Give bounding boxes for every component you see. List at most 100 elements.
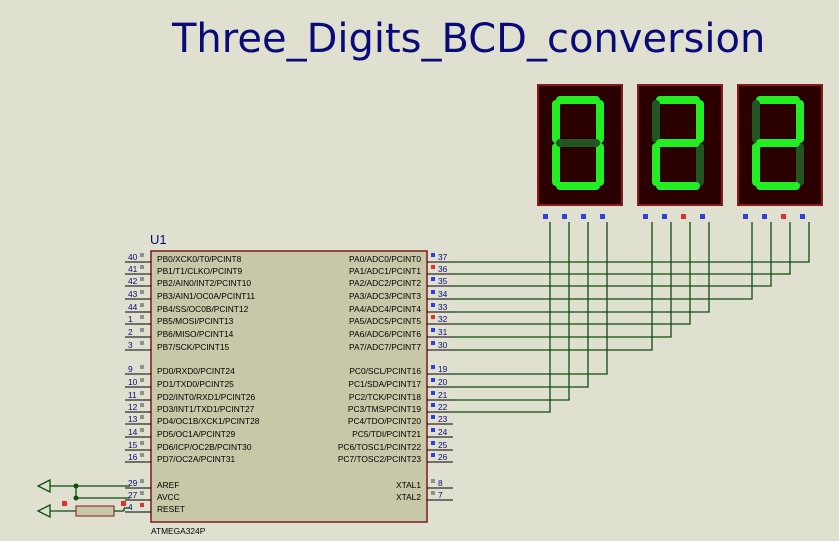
- pin-marker: [431, 403, 435, 407]
- pin-marker: [431, 365, 435, 369]
- power-terminals: [36, 478, 130, 519]
- pin-number: 32: [438, 314, 448, 324]
- pin-marker: [140, 479, 144, 483]
- display-pin-marker: [543, 214, 548, 219]
- bus-wire: [453, 222, 589, 388]
- pin-marker: [431, 328, 435, 332]
- pin-marker: [431, 378, 435, 382]
- pin-marker: [431, 253, 435, 257]
- pin-marker: [431, 265, 435, 269]
- pin-number: 21: [438, 390, 448, 400]
- seven-segment-display[interactable]: [537, 84, 623, 219]
- pin-label: XTAL1: [396, 480, 421, 490]
- reset-resistor[interactable]: [75, 505, 115, 517]
- pin-number: 16: [128, 452, 138, 462]
- junction-dot: [73, 483, 79, 489]
- pin-label: PD7/OC2A/PCINT31: [157, 454, 236, 464]
- power-terminal-arrow[interactable]: [36, 503, 51, 519]
- schematic-title: Three_Digits_BCD_conversion: [171, 16, 765, 62]
- pin-label: PA6/ADC6/PCINT6: [349, 329, 421, 339]
- pin-number: 14: [128, 427, 138, 437]
- pin-label: PA4/ADC4/PCINT4: [349, 304, 421, 314]
- pin-label: PA3/ADC3/PCINT3: [349, 291, 421, 301]
- pin-number: 25: [438, 440, 448, 450]
- pin-marker: [431, 453, 435, 457]
- pin-number: 43: [128, 289, 138, 299]
- seven-segment-display[interactable]: [737, 84, 823, 219]
- display-pin-marker: [781, 214, 786, 219]
- pin-marker: [140, 378, 144, 382]
- display-pin-marker: [762, 214, 767, 219]
- pin-label: PA2/ADC2/PCINT2: [349, 278, 421, 288]
- pin-label: PD3/INT1/TXD1/PCINT27: [157, 404, 255, 414]
- pin-number: 23: [438, 414, 448, 424]
- display-pin-marker: [662, 214, 667, 219]
- pin-label: PB0/XCK0/T0/PCINT8: [157, 254, 242, 264]
- pin-marker: [62, 501, 67, 506]
- pin-label: PC7/TOSC2/PCINT23: [338, 454, 421, 464]
- pin-number: 15: [128, 440, 138, 450]
- pin-number: 34: [438, 289, 448, 299]
- pin-number: 35: [438, 276, 448, 286]
- display-pin-marker: [800, 214, 805, 219]
- mcu-part-label: ATMEGA324P: [151, 526, 206, 536]
- pin-number: 13: [128, 414, 138, 424]
- pin-number: 20: [438, 377, 448, 387]
- display-pin-marker: [600, 214, 605, 219]
- pin-number: 30: [438, 340, 448, 350]
- pin-marker: [431, 415, 435, 419]
- pin-label: XTAL2: [396, 492, 421, 502]
- bus-wire: [453, 222, 608, 375]
- pin-marker: [140, 265, 144, 269]
- pin-label: PA5/ADC5/PCINT5: [349, 316, 421, 326]
- pin-marker: [431, 428, 435, 432]
- pin-marker: [140, 303, 144, 307]
- display-pin-marker: [743, 214, 748, 219]
- display-pin-marker: [562, 214, 567, 219]
- bus-wire: [453, 222, 710, 313]
- pin-number: 36: [438, 264, 448, 274]
- pin-label: PD6/ICP/OC2B/PCINT30: [157, 442, 252, 452]
- pin-marker: [140, 415, 144, 419]
- seven-segment-display[interactable]: [637, 84, 723, 219]
- display-pin-marker: [581, 214, 586, 219]
- pin-label: PC0/SCL/PCINT16: [349, 366, 421, 376]
- pin-label: PB4/SS/OC0B/PCINT12: [157, 304, 249, 314]
- bus-wire: [453, 222, 691, 325]
- pin-number: 9: [128, 364, 133, 374]
- pin-number: 42: [128, 276, 138, 286]
- junction-dot: [73, 495, 79, 501]
- power-terminal-arrow[interactable]: [36, 478, 51, 494]
- pin-label: PD1/TXD0/PCINT25: [157, 379, 234, 389]
- pin-marker: [431, 277, 435, 281]
- pin-marker: [121, 501, 126, 506]
- pin-marker: [431, 303, 435, 307]
- pin-label: RESET: [157, 504, 185, 514]
- pin-number: 24: [438, 427, 448, 437]
- pin-number: 22: [438, 402, 448, 412]
- pin-number: 33: [438, 302, 448, 312]
- pin-marker: [140, 253, 144, 257]
- pin-marker: [140, 403, 144, 407]
- pin-marker: [140, 391, 144, 395]
- mcu-body[interactable]: [150, 250, 428, 523]
- pin-marker: [140, 315, 144, 319]
- pin-label: PD2/INT0/RXD1/PCINT26: [157, 392, 256, 402]
- pin-number: 11: [128, 390, 137, 400]
- pin-number: 44: [128, 302, 138, 312]
- pin-label: PD4/OC1B/XCK1/PCINT28: [157, 416, 260, 426]
- pin-label: PD5/OC1A/PCINT29: [157, 429, 236, 439]
- pin-label: PD0/RXD0/PCINT24: [157, 366, 235, 376]
- pin-number: 10: [128, 377, 138, 387]
- pin-marker: [140, 277, 144, 281]
- pin-label: PB7/SCK/PCINT15: [157, 342, 229, 352]
- pin-marker: [431, 441, 435, 445]
- pin-marker: [140, 441, 144, 445]
- pin-marker: [140, 365, 144, 369]
- pin-marker: [431, 479, 435, 483]
- pin-label: PB6/MISO/PCINT14: [157, 329, 234, 339]
- bus-wire: [453, 222, 772, 287]
- pin-number: 1: [128, 314, 133, 324]
- pin-label: PC6/TOSC1/PCINT22: [338, 442, 421, 452]
- pin-marker: [140, 290, 144, 294]
